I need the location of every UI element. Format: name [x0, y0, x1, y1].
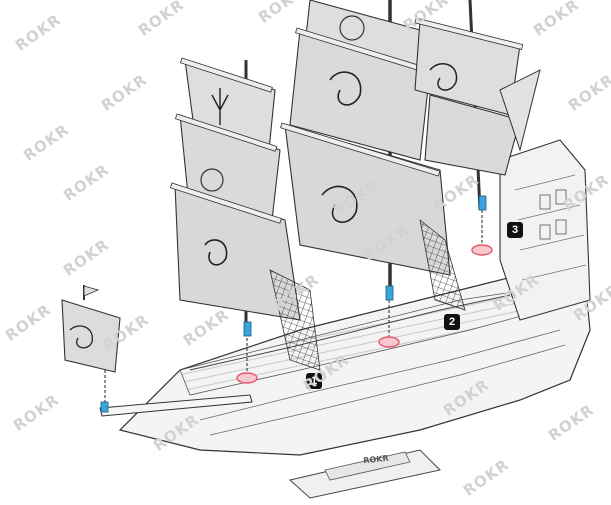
blue-pegs — [100, 195, 487, 413]
callout-step-3: 3 — [507, 222, 523, 238]
bowsprit — [99, 394, 253, 417]
mizzen-mast-sails — [414, 0, 541, 211]
callout-step-2: 2 — [444, 314, 460, 330]
callout-step-1: 1 — [306, 373, 322, 389]
display-stand — [288, 449, 442, 499]
detached-bow-sail — [61, 285, 121, 373]
fore-mast-sails — [169, 57, 321, 371]
assembly-guides — [104, 210, 483, 402]
red-sockets — [236, 244, 493, 384]
main-mast-sails — [280, 0, 466, 311]
